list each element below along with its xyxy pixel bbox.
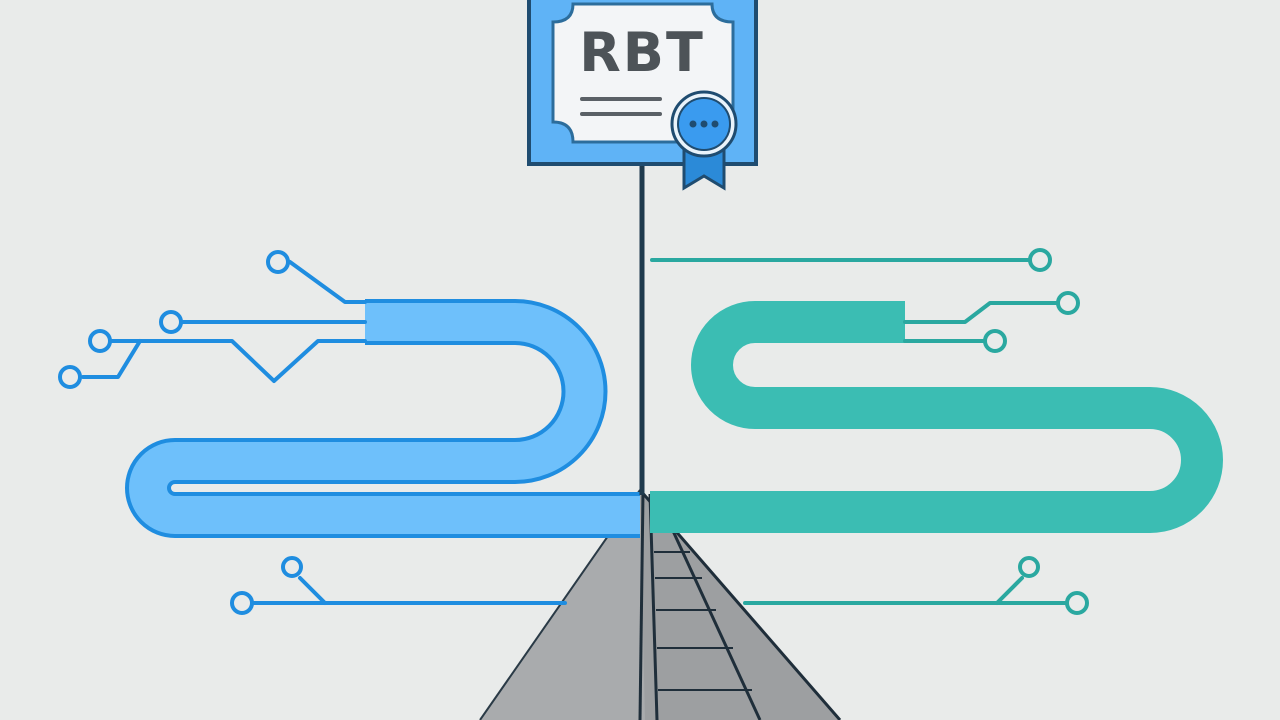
blue-winding-path-icon [125, 299, 640, 538]
circuit-node-icon [983, 248, 1089, 615]
ribbon-seal-icon [670, 90, 738, 191]
railway-track-icon [479, 489, 842, 720]
circuit-node-icon [58, 250, 303, 615]
right-circuit-lines [650, 258, 1067, 605]
certificate-title: RBT [579, 21, 705, 84]
teal-winding-path-icon [650, 301, 1223, 533]
left-circuit-lines [81, 260, 567, 605]
